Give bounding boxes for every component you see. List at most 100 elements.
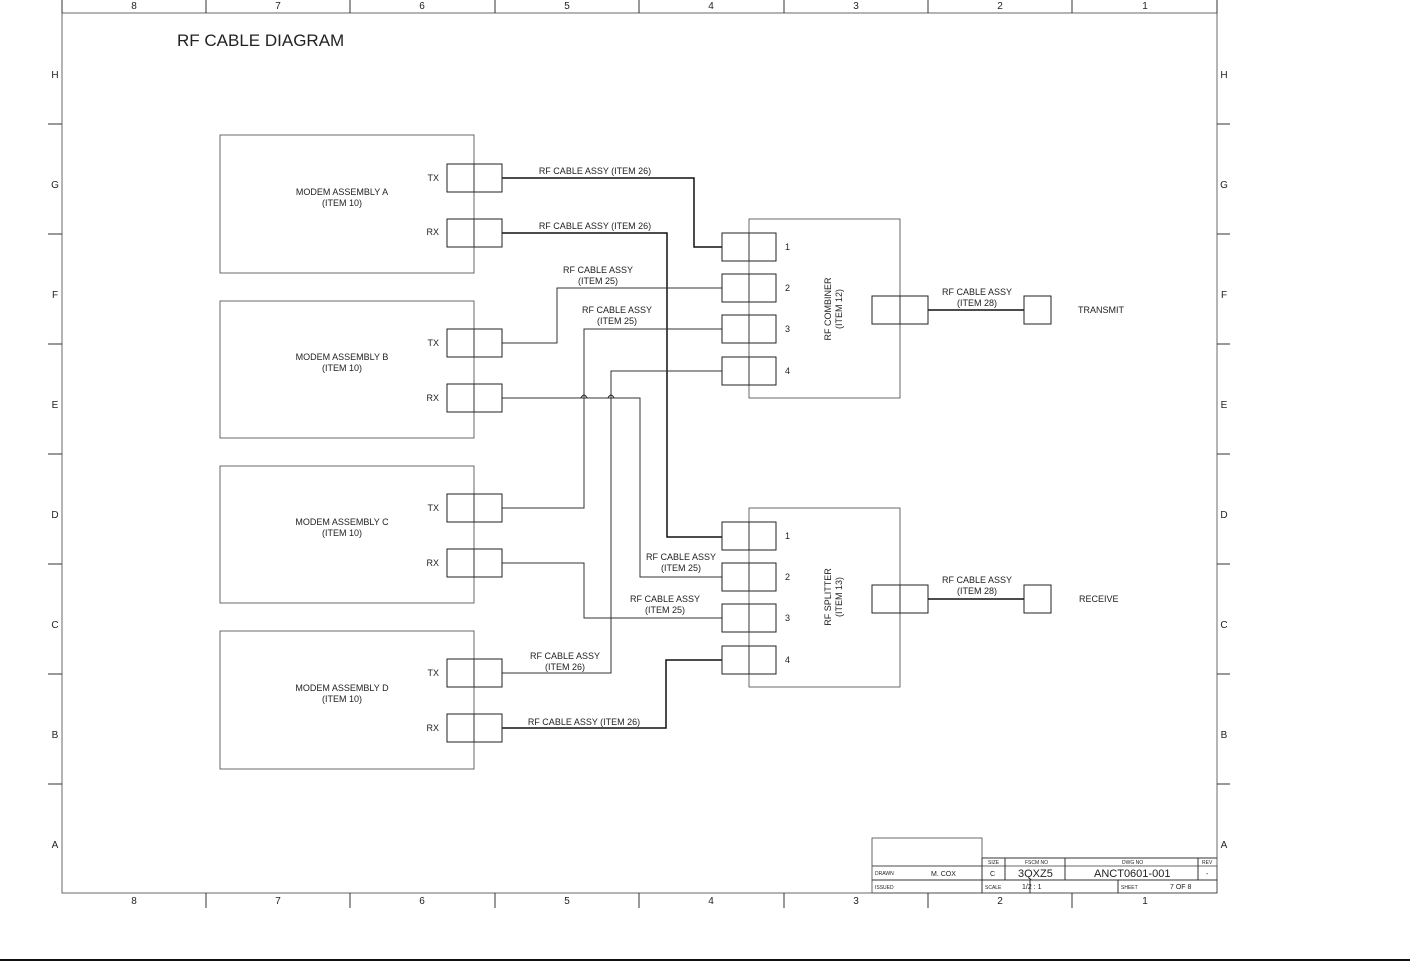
cable-label: RF CABLE ASSY (ITEM 26) — [539, 221, 651, 231]
sheet-label: SHEET — [1121, 885, 1138, 891]
col-label-bottom: 5 — [564, 896, 570, 907]
receive-label: RECEIVE — [1079, 594, 1119, 604]
col-label-top: 1 — [1142, 1, 1148, 12]
cable-label: RF CABLE ASSY — [582, 305, 652, 315]
cable-label: (ITEM 25) — [597, 316, 637, 326]
modem-item: (ITEM 10) — [322, 363, 362, 373]
cable-b-rx — [502, 397, 722, 578]
cable-label: RF CABLE ASSY — [646, 552, 716, 562]
cable-wiring — [502, 177, 1024, 729]
cable-label: RF CABLE ASSY (ITEM 26) — [528, 717, 640, 727]
row-label-right: C — [1220, 620, 1227, 631]
modem-name: MODEM ASSEMBLY A — [296, 187, 388, 197]
row-label-left: D — [51, 510, 58, 521]
issued-label: ISSUED — [875, 885, 894, 891]
title-block: DRAWN M. COX ISSUED SIZE C FSCM NO 3QXZ5… — [871, 837, 1218, 894]
row-label-left: C — [51, 620, 58, 631]
fscm-label: FSCM NO — [1025, 860, 1048, 866]
cable-d-tx — [502, 370, 722, 674]
receive-connector — [1023, 584, 1052, 614]
col-label-bottom: 6 — [419, 896, 425, 907]
rev-value: - — [1206, 871, 1209, 878]
dwg-number: ANCT0601-001 — [1094, 868, 1170, 880]
cable-label: RF CABLE ASSY — [563, 265, 633, 275]
rf-splitter: RF SPLITTER (ITEM 13) 1 2 3 4 — [721, 507, 929, 688]
col-label-bottom: 4 — [708, 896, 714, 907]
port-number: 4 — [785, 366, 790, 376]
combiner-item: (ITEM 12) — [834, 289, 844, 329]
port-number: 1 — [785, 242, 790, 252]
splitter-item: (ITEM 13) — [834, 577, 844, 617]
fscm-value: 3QXZ5 — [1018, 868, 1053, 880]
row-label-left: F — [52, 290, 58, 301]
combiner-name: RF COMBINER — [823, 277, 833, 341]
tx-label: TX — [427, 503, 439, 513]
port-number: 2 — [785, 283, 790, 293]
port-number: 3 — [785, 613, 790, 623]
modem-assembly-d: MODEM ASSEMBLY D (ITEM 10) TX RX — [219, 630, 503, 770]
rf-combiner: RF COMBINER (ITEM 12) 1 2 3 4 — [721, 218, 929, 399]
modem-item: (ITEM 10) — [322, 198, 362, 208]
cable-label: RF CABLE ASSY — [530, 651, 600, 661]
cable-label: RF CABLE ASSY — [630, 594, 700, 604]
cable-d-rx — [502, 659, 722, 729]
modem-name: MODEM ASSEMBLY B — [296, 352, 389, 362]
row-label-right: E — [1221, 400, 1228, 411]
col-label-top: 5 — [564, 1, 570, 12]
col-label-top: 4 — [708, 1, 714, 12]
cable-a-tx — [502, 177, 722, 248]
modem-name: MODEM ASSEMBLY C — [295, 517, 389, 527]
row-label-right: H — [1220, 70, 1227, 81]
size-label: SIZE — [988, 860, 1000, 866]
rx-label: RX — [426, 558, 439, 568]
cable-b-tx — [502, 287, 722, 344]
drawn-label: DRAWN — [875, 871, 894, 877]
cable-labels: RF CABLE ASSY (ITEM 26) RF CABLE ASSY (I… — [528, 166, 1012, 727]
cable-label: (ITEM 26) — [545, 662, 585, 672]
tx-label: TX — [427, 173, 439, 183]
scale-value: 1/2 : 1 — [1022, 884, 1042, 891]
cable-label: (ITEM 25) — [578, 276, 618, 286]
col-label-bottom: 2 — [997, 896, 1003, 907]
row-label-right: A — [1221, 840, 1228, 851]
cable-label: RF CABLE ASSY — [942, 575, 1012, 585]
row-label-right: G — [1220, 180, 1228, 191]
transmit-label: TRANSMIT — [1078, 305, 1125, 315]
rev-label: REV — [1202, 860, 1213, 866]
col-label-bottom: 3 — [853, 896, 859, 907]
tx-label: TX — [427, 338, 439, 348]
cable-c-tx — [502, 328, 722, 509]
cable-label: (ITEM 25) — [645, 605, 685, 615]
row-label-left: H — [51, 70, 58, 81]
col-label-top: 2 — [997, 1, 1003, 12]
col-label-top: 3 — [853, 1, 859, 12]
sheet-value: 7 OF 8 — [1170, 884, 1192, 891]
cable-label: (ITEM 28) — [957, 586, 997, 596]
modem-assembly-b: MODEM ASSEMBLY B (ITEM 10) TX RX — [219, 300, 503, 439]
modem-item: (ITEM 10) — [322, 528, 362, 538]
transmit-connector — [1023, 295, 1052, 325]
cable-a-rx — [502, 232, 722, 538]
col-label-bottom: 8 — [131, 896, 137, 907]
diagram-title: RF CABLE DIAGRAM — [177, 31, 344, 50]
col-label-bottom: 1 — [1142, 896, 1148, 907]
modem-assembly-c: MODEM ASSEMBLY C (ITEM 10) TX RX — [219, 465, 503, 604]
row-label-right: B — [1221, 730, 1228, 741]
rx-label: RX — [426, 227, 439, 237]
cable-c-rx — [502, 562, 722, 619]
scale-label: SCALE — [985, 885, 1002, 891]
row-label-right: F — [1221, 290, 1227, 301]
splitter-name: RF SPLITTER — [823, 568, 833, 626]
port-number: 4 — [785, 655, 790, 665]
row-label-left: A — [52, 840, 59, 851]
modem-item: (ITEM 10) — [322, 694, 362, 704]
col-label-top: 7 — [275, 1, 281, 12]
port-number: 2 — [785, 572, 790, 582]
row-label-right: D — [1220, 510, 1227, 521]
cable-label: RF CABLE ASSY (ITEM 26) — [539, 166, 651, 176]
cable-label: RF CABLE ASSY — [942, 287, 1012, 297]
row-label-left: B — [52, 730, 59, 741]
port-number: 3 — [785, 324, 790, 334]
